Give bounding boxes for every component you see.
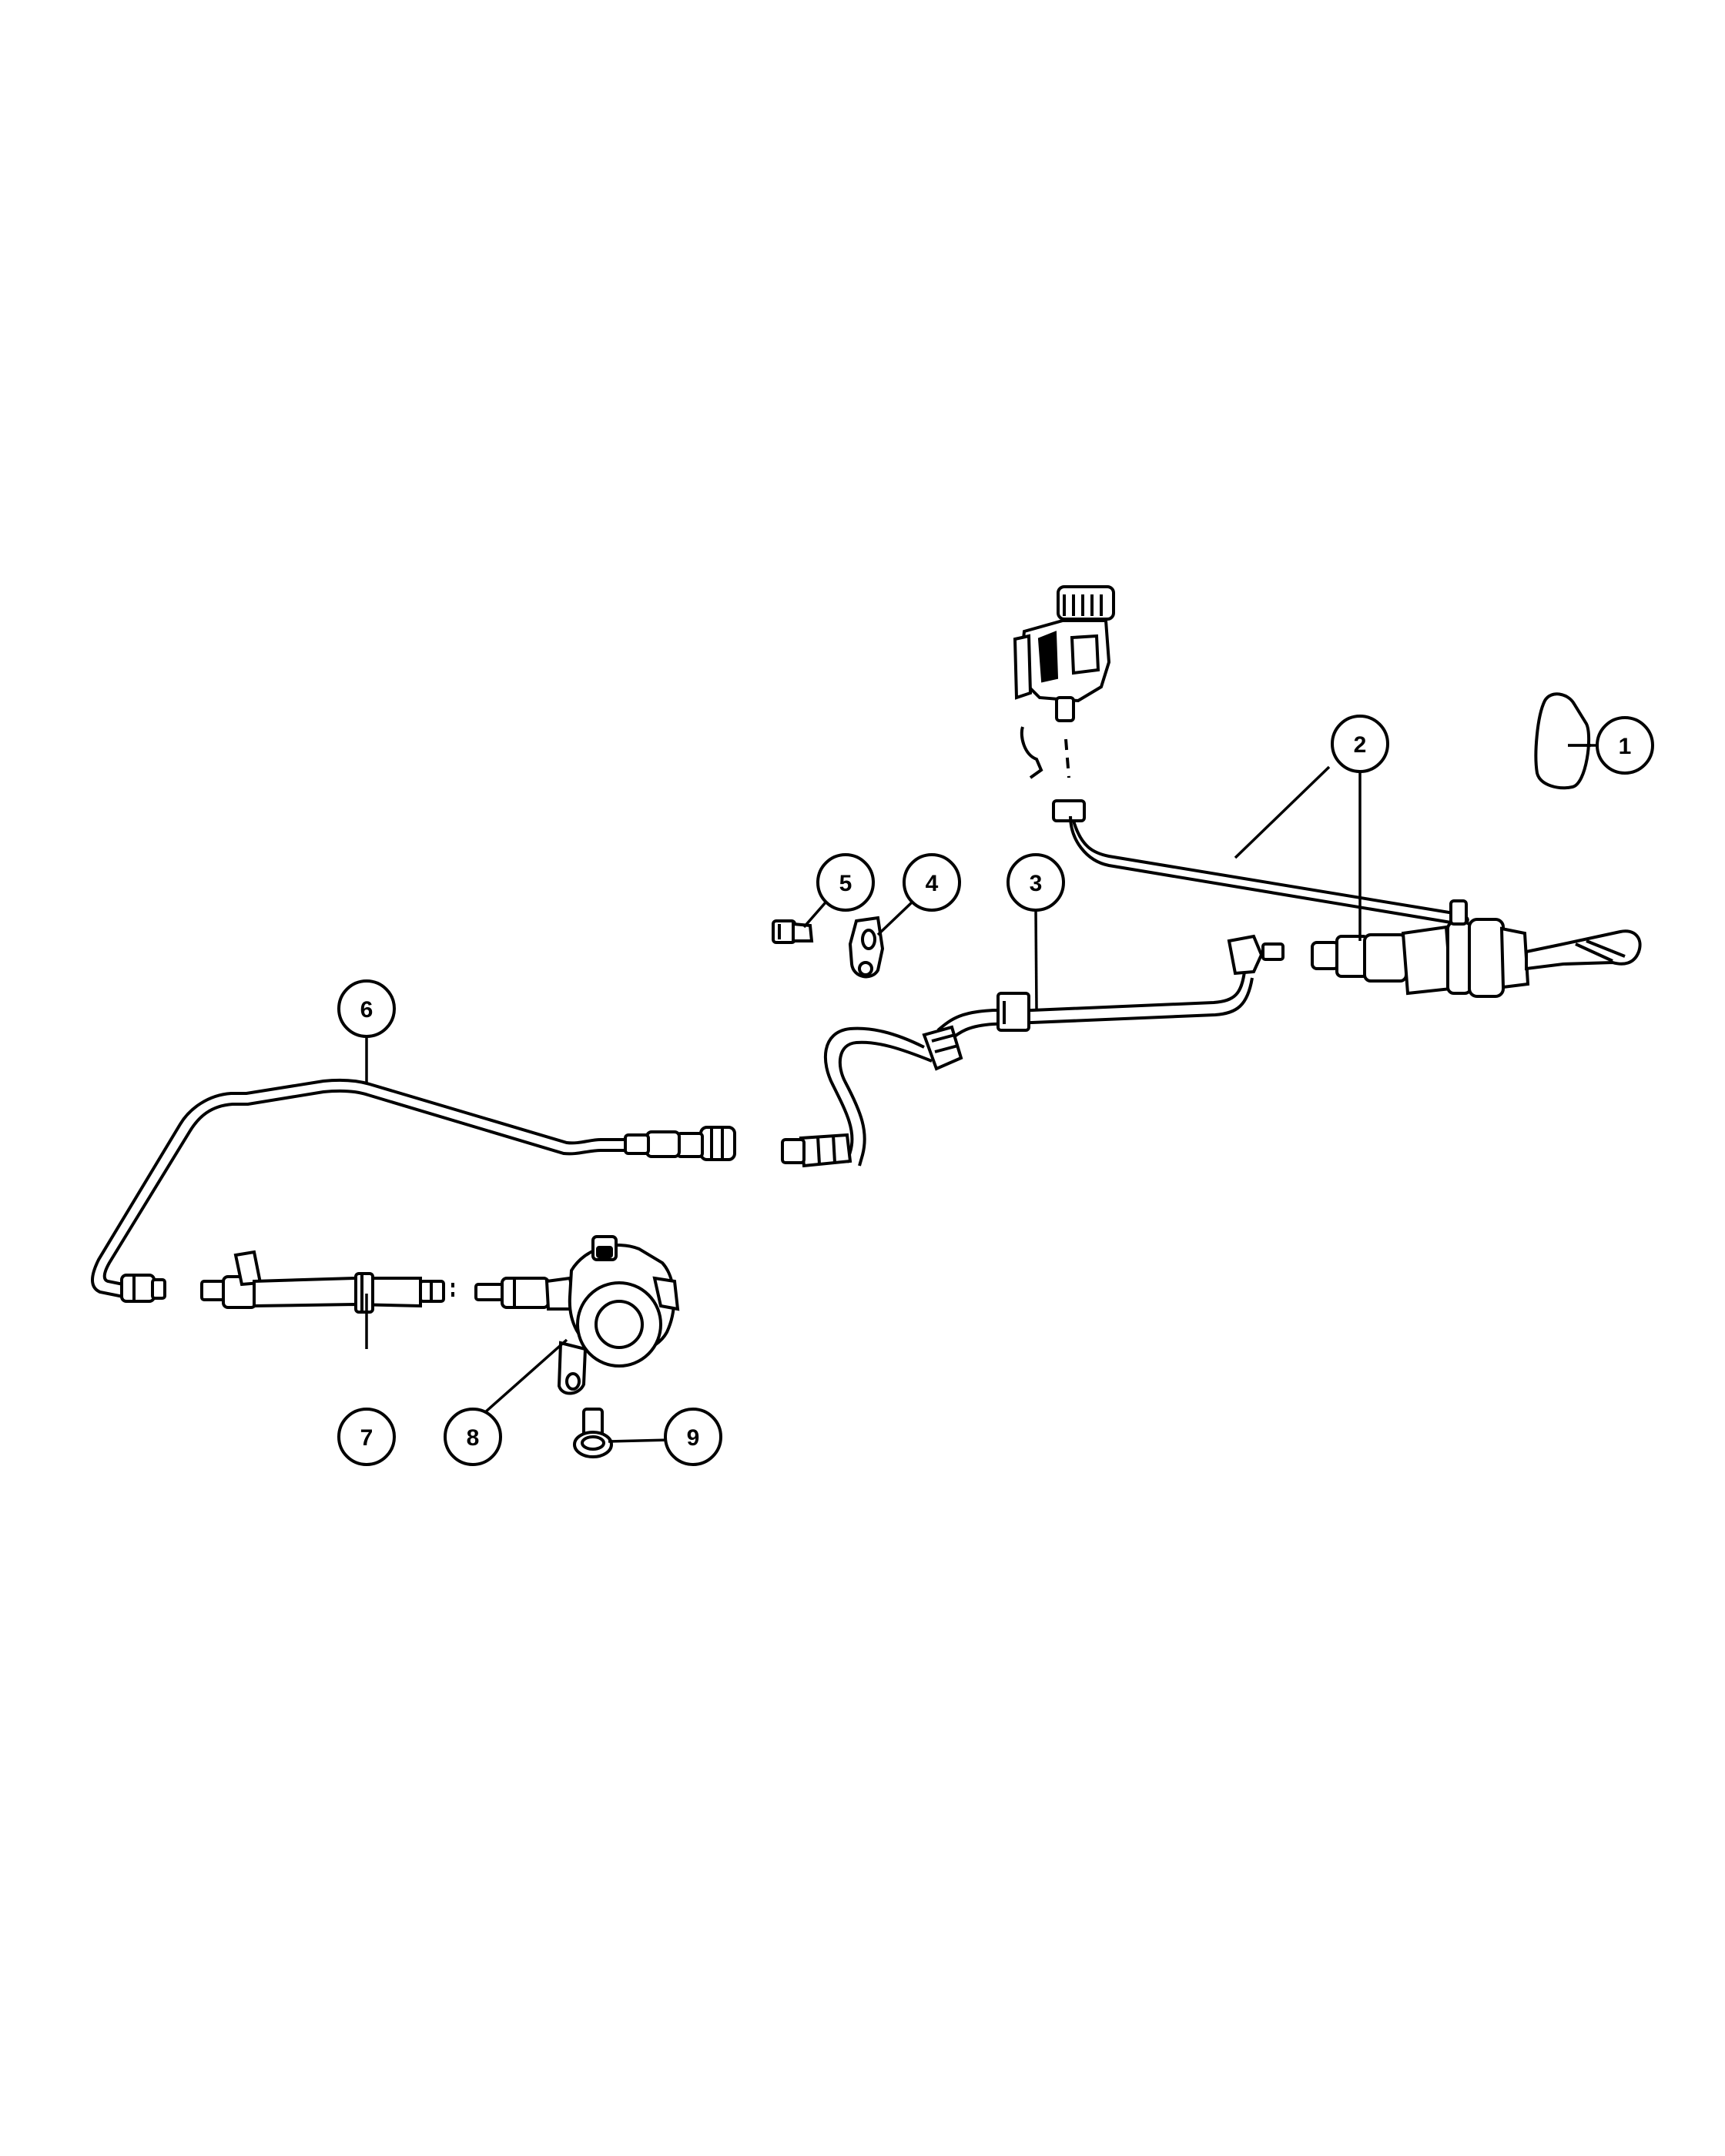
callout-number: 4 xyxy=(926,871,939,896)
part-7-bleeder-tube xyxy=(200,1250,454,1314)
callout-3[interactable]: 3 xyxy=(1007,853,1065,912)
callout-9[interactable]: 9 xyxy=(664,1408,722,1466)
part-2-reservoir xyxy=(1013,585,1115,779)
callout-number: 3 xyxy=(1030,871,1043,896)
callout-number: 2 xyxy=(1354,732,1367,758)
callout-4[interactable]: 4 xyxy=(903,853,961,912)
part-3-hose xyxy=(781,934,1285,1168)
callout-1[interactable]: 1 xyxy=(1568,716,1654,775)
part-2-master-cylinder xyxy=(1311,899,1642,998)
callout-number: 6 xyxy=(360,997,373,1023)
callout-8[interactable]: 8 xyxy=(444,1408,502,1466)
part-9-bolt xyxy=(573,1408,613,1458)
part-1-fluid-label xyxy=(1534,692,1591,790)
callout-5[interactable]: 5 xyxy=(816,853,875,912)
part-6-tube xyxy=(91,1078,736,1303)
callout-number: 1 xyxy=(1619,734,1632,759)
callout-number: 5 xyxy=(839,871,852,896)
callout-7[interactable]: 7 xyxy=(337,1408,396,1466)
callout-number: 7 xyxy=(360,1425,373,1451)
callout-2[interactable]: 2 xyxy=(1331,715,1389,773)
part-8-slave-cylinder xyxy=(474,1235,680,1395)
callout-number: 9 xyxy=(687,1425,700,1451)
callout-6[interactable]: 6 xyxy=(337,979,396,1038)
part-4-clip xyxy=(848,916,885,979)
leader-lines xyxy=(365,744,1591,1443)
callout-number: 8 xyxy=(467,1425,480,1451)
